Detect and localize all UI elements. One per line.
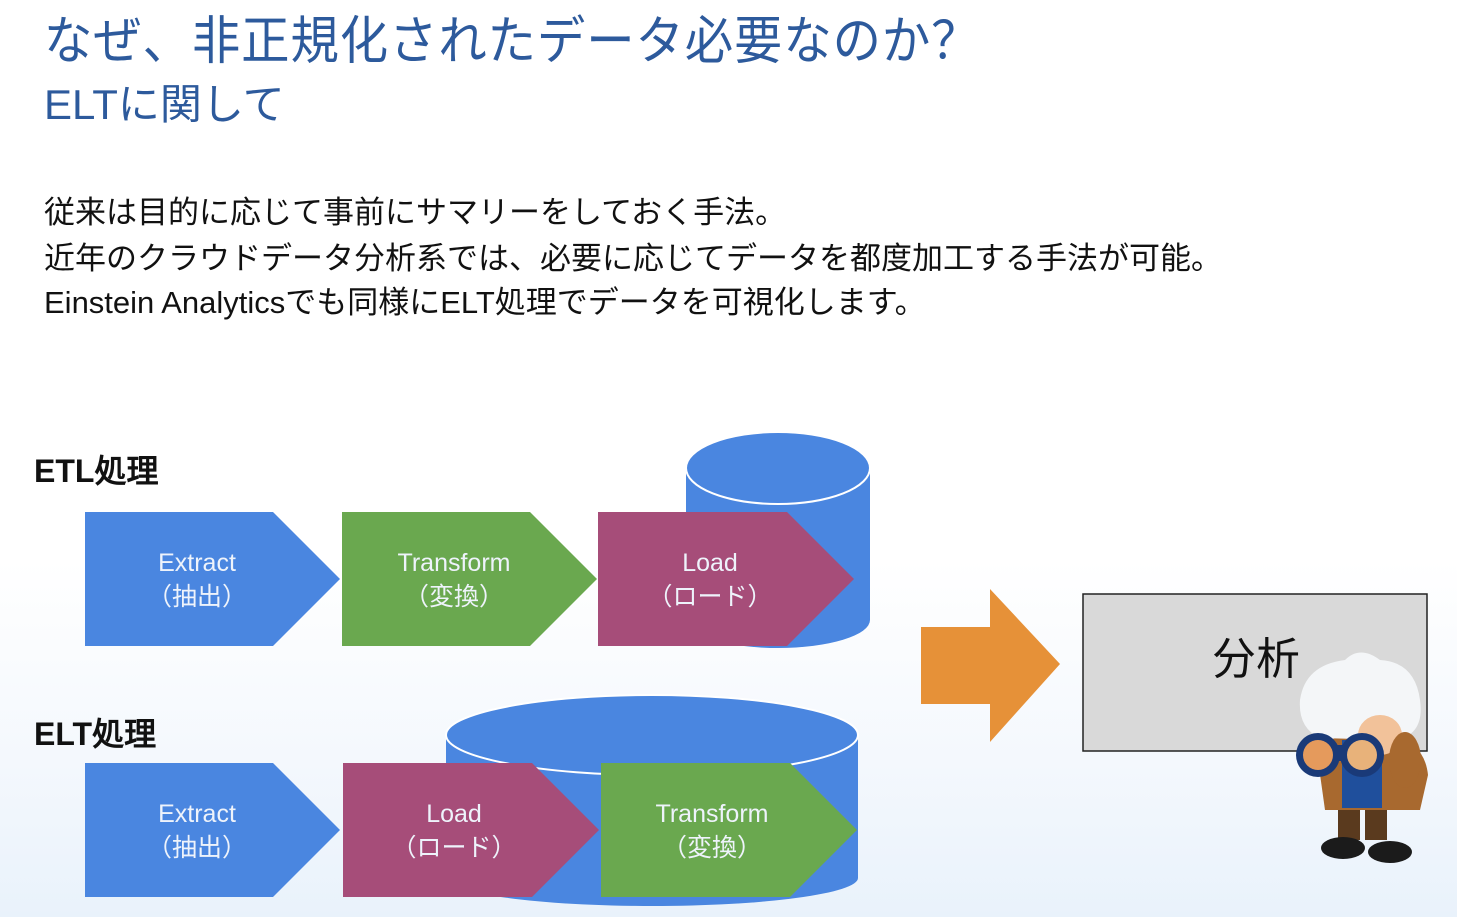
etl-step-extract-name: Extract <box>158 549 236 577</box>
etl-transform-shape <box>342 512 597 646</box>
etl-step-extract: Extract （抽出） <box>85 512 340 646</box>
body-line-2: 近年のクラウドデータ分析系では、必要に応じてデータを都度加工する手法が可能。 <box>44 241 1222 276</box>
etl-load-shape <box>598 512 854 646</box>
etl-step-transform-ja: （変換） <box>404 583 504 611</box>
etl-step-extract-ja: （抽出） <box>147 583 247 611</box>
arrow-right-icon <box>921 589 1060 742</box>
etl-extract-shape <box>85 512 340 646</box>
einstein-mascot-icon <box>1296 652 1428 863</box>
elt-step-extract-name: Extract <box>158 800 236 828</box>
elt-step-extract: Extract （抽出） <box>85 763 340 897</box>
elt-step-transform-ja: （変換） <box>662 834 762 862</box>
elt-step-load: Load （ロード） <box>343 763 599 897</box>
elt-load-shape <box>343 763 599 897</box>
slide-subtitle: ELTに関して <box>44 81 285 128</box>
body-line-3: Einstein Analyticsでも同様にELT処理でデータを可視化します。 <box>44 285 926 320</box>
elt-section-label: ELT処理 <box>34 716 157 752</box>
elt-step-transform-name: Transform <box>656 800 769 828</box>
analysis-label: 分析 <box>1212 634 1300 685</box>
elt-transform-shape <box>601 763 857 897</box>
body-line-1: 従来は目的に応じて事前にサマリーをしておく手法。 <box>44 195 787 230</box>
etl-section-label: ETL処理 <box>34 453 159 489</box>
etl-step-transform: Transform （変換） <box>342 512 597 646</box>
elt-step-transform: Transform （変換） <box>601 763 857 897</box>
elt-step-extract-ja: （抽出） <box>147 834 247 862</box>
etl-step-transform-name: Transform <box>398 549 511 577</box>
etl-step-load: Load （ロード） <box>598 512 854 646</box>
elt-step-load-ja: （ロード） <box>391 834 516 862</box>
etl-step-load-ja: （ロード） <box>647 583 772 611</box>
elt-step-load-name: Load <box>426 800 482 828</box>
etl-step-load-name: Load <box>682 549 738 577</box>
slide-title: なぜ、非正規化されたデータ必要なのか？ <box>44 13 981 71</box>
elt-extract-shape <box>85 763 340 897</box>
